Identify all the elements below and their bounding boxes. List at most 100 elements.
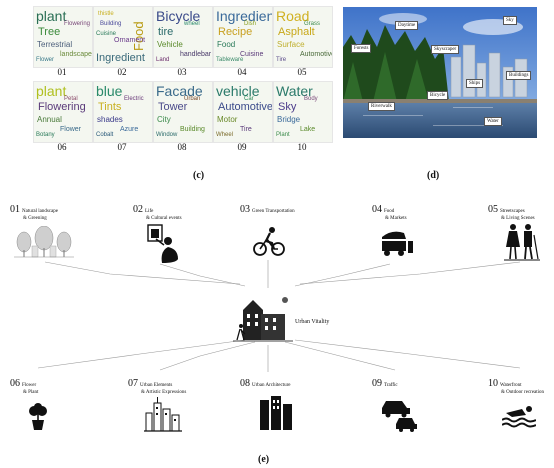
word-cloud-term: Ingredient — [96, 52, 145, 64]
photo-label-sky: Sky — [503, 16, 517, 25]
word-cloud-term: Tableware — [216, 57, 244, 63]
category-label: Green Transportation — [252, 209, 295, 214]
word-cloud-term: Terrestrial — [37, 40, 73, 49]
category-sublabel: & Greening — [23, 215, 47, 221]
category-label: Urban Elements — [140, 383, 173, 388]
culture-event-icon — [147, 224, 178, 263]
word-cloud-term: Botany — [36, 132, 55, 138]
word-cloud-term: Water — [276, 83, 313, 99]
word-cloud-number: 06 — [57, 142, 67, 152]
cyclist-icon — [253, 227, 285, 256]
word-cloud-term: thistle — [98, 11, 114, 17]
word-cloud-term: Tree — [38, 26, 61, 38]
photo-label-daytime: Daytime — [395, 21, 419, 30]
word-cloud-term: Sky — [278, 101, 297, 113]
word-cloud-term: Ornament — [114, 37, 146, 44]
word-cloud-term: shades — [97, 115, 123, 124]
word-cloud-term: wheel — [184, 21, 200, 27]
photo-label-skyscraper: Skyscraper — [431, 45, 460, 54]
word-cloud-term: Ingredient — [216, 8, 273, 24]
word-cloud-number: 09 — [237, 142, 247, 152]
category-number: 07 — [128, 378, 138, 389]
word-cloud-term: Land — [156, 57, 170, 63]
panel-d-tag: (d) — [427, 170, 440, 181]
category-label: Flower — [22, 383, 37, 388]
word-cloud-term: plant — [36, 83, 67, 99]
word-cloud-term: vehicle — [216, 83, 260, 99]
potted-plant-icon — [29, 403, 47, 430]
word-cloud-term: Dish — [244, 21, 257, 27]
park-trees-icon — [14, 226, 74, 258]
category-label: Natural landscape — [22, 209, 58, 214]
word-cloud-term: Tints — [98, 101, 122, 113]
word-cloud-term: Annual — [37, 115, 62, 124]
swimmer-icon — [502, 406, 536, 428]
word-cloud-term: Automotive — [300, 51, 333, 58]
category-label: Food — [384, 209, 395, 214]
word-cloud-term: Vehicle — [157, 40, 183, 49]
word-cloud-term: Cuisine — [240, 51, 264, 58]
word-cloud-term: Flowering — [38, 101, 86, 113]
word-cloud-number: 03 — [177, 67, 187, 77]
category-sublabel: & Plant — [23, 389, 39, 395]
skyline-icon — [144, 397, 182, 432]
photo-label-ships: Ships — [466, 79, 484, 88]
category-sublabel: & Artistic Expressions — [141, 389, 187, 395]
word-cloud-term: Recipe — [218, 26, 253, 38]
word-cloud-number: 05 — [297, 67, 307, 77]
word-cloud-term: Cobalt — [96, 132, 114, 138]
category-label: Life — [145, 209, 154, 214]
word-cloud-term: City — [157, 115, 171, 124]
word-cloud-term: Cuisine — [96, 31, 117, 37]
category-sublabel: & Living Scenes — [501, 215, 535, 221]
word-cloud-term: Food — [217, 40, 236, 49]
panel-e-tag: (e) — [258, 454, 270, 465]
photo-label-water: Water — [484, 117, 502, 126]
panel-d-photo: Sky Daytime Forests Skyscraper Buildings… — [343, 7, 537, 138]
word-cloud-term: Window — [156, 132, 178, 138]
word-cloud-term: Motor — [217, 115, 238, 124]
word-cloud-term: Car — [244, 96, 254, 102]
word-cloud-term: Body — [304, 96, 318, 102]
word-cloud-term: Bicycle — [156, 8, 201, 24]
word-cloud-term: Building — [100, 21, 122, 27]
word-cloud-term: Bridge — [277, 115, 301, 124]
word-cloud-term: plant — [36, 8, 67, 24]
category-sublabel: & Outdoor recreation — [501, 389, 545, 395]
category-number: 09 — [372, 378, 382, 389]
couple-walking-icon — [504, 224, 540, 261]
panel-c-tag: (c) — [193, 170, 205, 181]
photo-label-bicycle: Bicycle — [427, 91, 449, 100]
word-cloud-number: 07 — [117, 142, 127, 152]
word-cloud-term: Grass — [304, 21, 321, 27]
category-number: 05 — [488, 204, 498, 215]
word-cloud-term: Tower — [158, 101, 188, 113]
word-cloud-term: Azure — [120, 126, 139, 133]
word-cloud-term: Lake — [300, 126, 316, 133]
word-cloud-number: 01 — [57, 67, 67, 77]
word-cloud-number: 02 — [117, 67, 127, 77]
word-cloud-term: Petal — [64, 96, 78, 102]
word-cloud-term: Automotive — [218, 101, 273, 113]
word-cloud-term: blue — [96, 83, 123, 99]
word-cloud-term: Flower — [36, 57, 55, 63]
photo-label-riverwalk: Riverwalk — [368, 102, 395, 111]
